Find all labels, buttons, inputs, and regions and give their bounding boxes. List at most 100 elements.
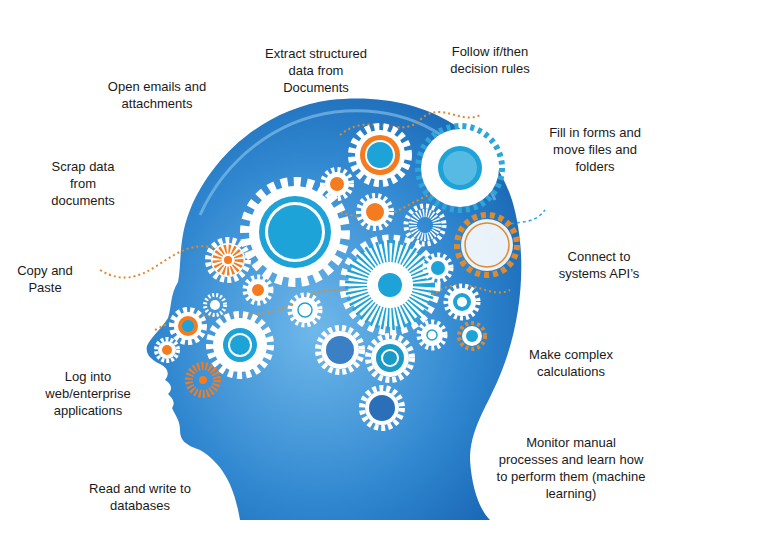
gear [365,140,395,170]
gear [352,127,408,183]
gear [368,336,412,380]
gear [290,295,320,325]
gear [421,324,443,346]
gear [457,215,517,275]
gear [448,288,476,316]
gear [189,366,217,394]
gear [247,279,269,301]
gear [265,202,325,262]
capability-label: Make complex calculations [521,346,621,380]
capability-label: Open emails and attachments [95,78,219,112]
gear [211,243,245,277]
gear [245,182,345,282]
gear [330,177,344,191]
capability-label: Scrap data from documents [38,158,128,209]
capability-label: Monitor manual processes and learn how t… [496,434,646,502]
gear [356,251,424,319]
gear [419,322,445,348]
gear [359,196,391,228]
gear [378,273,402,297]
gear [210,315,270,375]
gear [325,172,349,196]
gear [443,151,477,185]
gear [156,339,178,361]
capability-label: Extract structured data from Documents [254,45,378,96]
gear [368,336,412,380]
gear [318,328,362,372]
gear [457,215,517,275]
gear [352,127,408,183]
gear [208,240,248,280]
gear [362,388,402,428]
gear [419,322,445,348]
gear [158,341,176,359]
capability-label: Connect to systems API’s [547,248,651,282]
gear [290,295,320,325]
gear [431,261,445,275]
gear [208,240,248,280]
gear [199,376,207,384]
capability-label: Copy and Paste [7,262,83,296]
capability-label: Read and write to databases [75,480,205,514]
gear [466,330,478,342]
gear [323,170,351,198]
gear [360,135,400,175]
gear [367,142,393,168]
gear [406,206,444,244]
gear [189,366,217,394]
gear [446,286,478,318]
gear [230,335,250,355]
gear [446,286,478,318]
gear [376,344,404,372]
gear [172,310,204,342]
gear [366,203,384,221]
gear [361,198,389,226]
gear [381,349,399,367]
gear [462,326,482,346]
gear [210,315,270,375]
gear [323,170,351,198]
gear [413,213,437,237]
gear [365,391,399,425]
gear [359,196,391,228]
gear [318,328,362,372]
gear [245,277,271,303]
gear [459,323,485,349]
gear [213,318,267,372]
gear [259,196,331,268]
gear [292,297,318,323]
gear [205,295,225,315]
gear [406,206,444,244]
gear [321,331,359,369]
gear [156,339,178,361]
gear [245,182,345,282]
gear [228,333,252,357]
gear [355,130,405,180]
gear [369,395,395,421]
gear [268,205,322,259]
dotted-wave [155,285,510,330]
gear [461,219,513,271]
gear [217,249,239,271]
gear [371,339,409,377]
capability-label: Follow if/then decision rules [435,43,545,77]
gear [383,351,397,365]
gear [344,239,436,331]
gear [459,323,485,349]
gear [162,345,172,355]
gear [298,303,312,317]
gear [425,255,451,281]
gear [438,146,482,190]
gear [174,312,202,340]
gear [249,186,341,278]
gear [344,239,436,331]
gear [457,297,467,307]
capability-label: Fill in forms and move files and folders [535,124,655,175]
gear [362,388,402,428]
head-silhouette [147,98,522,520]
gear [421,129,499,207]
gear [425,255,451,281]
gear [182,320,194,332]
gear [418,126,502,210]
gear [465,223,509,267]
